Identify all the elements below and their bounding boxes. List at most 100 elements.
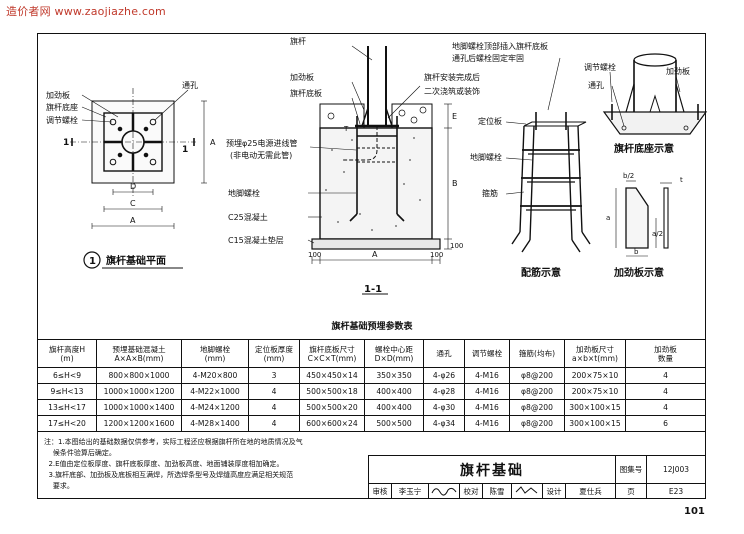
base-view	[602, 53, 708, 135]
stiffener-dim-a: a	[606, 214, 610, 222]
stiffener-dim-b2: b/2	[623, 172, 634, 180]
section-dim-100: 100	[450, 242, 463, 250]
section-label-c15: C15混凝土垫层	[228, 235, 284, 245]
note-line: 2.E值由定位板厚度、旗杆底板厚度、加劲板高度、地面铺装厚度相加确定。	[44, 460, 284, 468]
plan-dim-side-a: A	[210, 138, 216, 147]
table-cell: 4-φ28	[423, 383, 465, 400]
table-cell: φ8@200	[509, 367, 565, 384]
section-dim-bottom-left: 100	[308, 251, 321, 259]
plan-callout-hole: 通孔	[182, 80, 198, 90]
table-cell: 3	[248, 367, 300, 384]
rebar-title: 配筋示意	[521, 266, 561, 279]
note-line: 候条件验算后确定。	[44, 449, 116, 457]
section-dim-e: E	[452, 112, 457, 121]
table-cell: 500×500	[364, 415, 424, 432]
atlas-label: 图集号	[615, 455, 647, 484]
table-cell: 6	[625, 415, 706, 432]
table-cell: 4-M28×1400	[181, 415, 249, 432]
note-line: 3.旗杆底部、加劲板及底板相互满焊，所选焊条型号及焊缝高度应满足相关规范	[44, 471, 294, 479]
checker-signature	[511, 483, 543, 499]
table-cell: 800×800×1000	[96, 367, 182, 384]
drawing-sheet	[37, 33, 706, 499]
plan-dim-d: D	[130, 182, 136, 191]
stiffener-title: 加劲板示意	[613, 266, 664, 279]
section-label-conduit: 预埋φ25电源进线管	[226, 138, 297, 148]
header-bolt-spacing: 螺栓中心距 D×D(mm)	[364, 339, 424, 368]
section-view	[307, 45, 452, 295]
section-dim-bottom-a: A	[372, 250, 378, 259]
header-stiffener-size: 加劲板尺寸 a×b×t(mm)	[564, 339, 626, 368]
design-label: 设计	[542, 483, 566, 499]
table-cell: 4-M16	[464, 399, 510, 416]
parameter-table: 旗杆高度H (m) 预埋基础混凝土 A×A×B(mm) 地脚螺栓 (mm) 定位…	[37, 339, 706, 432]
rebar-note-1: 地脚螺栓顶部插入旗杆底板	[452, 41, 548, 51]
plan-callout-adjust-bolt: 调节螺栓	[46, 115, 78, 125]
table-cell: φ8@200	[509, 415, 565, 432]
plan-section-mark-left: 1	[63, 138, 69, 148]
table-cell: 4-M16	[464, 383, 510, 400]
page-number: 101	[684, 506, 705, 517]
rebar-label-anchor: 地脚螺栓	[470, 152, 502, 162]
table-cell: 4-φ34	[423, 415, 465, 432]
signature-icon	[515, 486, 538, 494]
table-cell: 200×75×10	[564, 367, 626, 384]
table-cell: 13≤H<17	[37, 399, 97, 416]
reviewer-signature	[428, 483, 460, 499]
table-cell: 1200×1200×1600	[96, 415, 182, 432]
stiffener-dim-b: b	[634, 248, 639, 256]
rebar-view	[505, 57, 591, 253]
plan-section-mark-right: 1	[182, 145, 188, 155]
base-label-hole: 通孔	[588, 80, 604, 90]
watermark: 造价者网 www.zaojiazhe.com	[6, 5, 166, 18]
table-cell: 500×500×18	[299, 383, 365, 400]
section-title: 1-1	[364, 284, 382, 295]
table-cell: 1000×1000×1400	[96, 399, 182, 416]
title-block: 旗杆基础 图集号 12J003 审核 李玉宁 校对 陈雪 设计 夏仕兵 页 E2…	[368, 455, 706, 499]
section-label-stiffener: 加劲板	[290, 72, 314, 82]
plan-view	[70, 88, 207, 269]
table-cell: 4-M24×1200	[181, 399, 249, 416]
table-cell: 4	[248, 415, 300, 432]
notes: 注：1.本图给出的基础数据仅供参考，实际工程还应根据旗杆所在地的地质情况及气 候…	[44, 437, 376, 492]
plan-title: 旗杆基础平面	[106, 254, 166, 267]
header-baseplate: 旗杆底板尺寸 C×C×T(mm)	[299, 339, 365, 368]
table-title: 旗杆基础预埋参数表	[331, 322, 413, 332]
section-note-2: 二次浇筑或装饰	[424, 86, 480, 96]
section-dim-t: T	[343, 125, 349, 133]
table-cell: 9≤H<13	[37, 383, 97, 400]
rebar-label-stirrup: 箍筋	[482, 188, 498, 198]
table-cell: 4	[625, 399, 706, 416]
base-label-adjust-bolt: 调节螺栓	[584, 62, 616, 72]
stiffener-view	[615, 180, 672, 257]
page-code: E23	[646, 483, 706, 499]
plan-dim-c: C	[130, 199, 136, 208]
table-cell: 4	[248, 399, 300, 416]
table-cell: 6≤H<9	[37, 367, 97, 384]
signature-icon	[431, 487, 457, 496]
table-cell: φ8@200	[509, 399, 565, 416]
rebar-note-2: 通孔后螺栓固定牢固	[452, 53, 524, 63]
plan-callout-base: 旗杆底座	[46, 102, 78, 112]
rebar-label-plate: 定位板	[478, 116, 502, 126]
header-concrete: 预埋基础混凝土 A×A×B(mm)	[96, 339, 182, 368]
section-label-pole: 旗杆	[290, 36, 306, 46]
table-cell: 300×100×15	[564, 415, 626, 432]
table-cell: 4-M22×1000	[181, 383, 249, 400]
page-label: 页	[615, 483, 647, 499]
table-cell: 4	[625, 367, 706, 384]
header-stiffener-count: 加劲板 数量	[625, 339, 706, 368]
header-stirrup: 箍筋(均布)	[509, 339, 565, 368]
section-note-1: 旗杆安装完成后	[424, 72, 480, 82]
section-label-baseplate: 旗杆底板	[290, 88, 322, 98]
table-cell: 4-M16	[464, 367, 510, 384]
stiffener-dim-a2: a/2	[652, 230, 663, 238]
header-adjust-bolt: 调节螺栓	[464, 339, 510, 368]
table-cell: 4	[625, 383, 706, 400]
plan-title-number: 1	[89, 256, 96, 267]
atlas-number: 12J003	[646, 455, 706, 484]
header-plate: 定位板厚度 (mm)	[248, 339, 300, 368]
table-cell: 4-φ30	[423, 399, 465, 416]
